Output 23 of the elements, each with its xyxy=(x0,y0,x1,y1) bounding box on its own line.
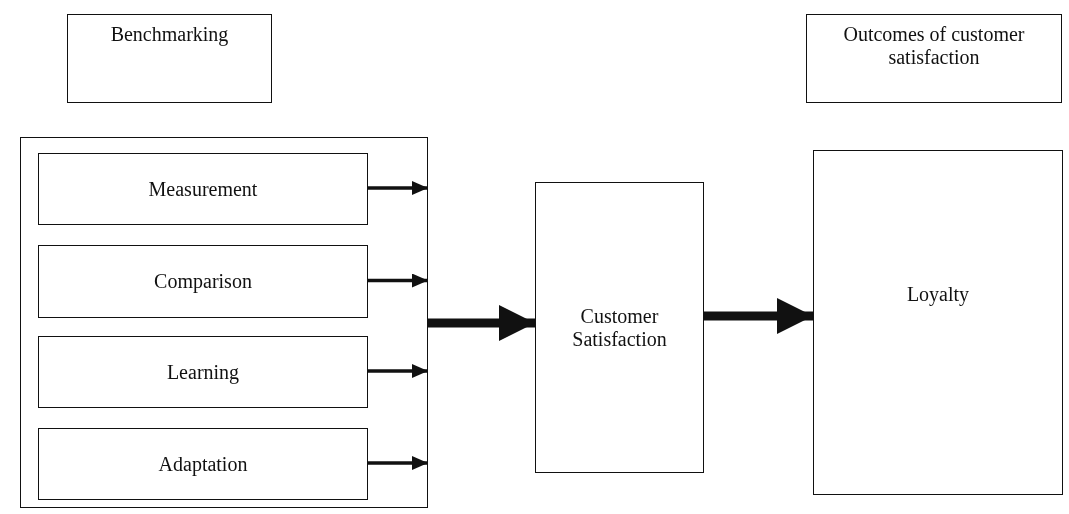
node-label: Measurement xyxy=(148,177,258,201)
process-box xyxy=(38,336,368,408)
process-box xyxy=(38,428,368,500)
node-label: Benchmarking xyxy=(110,23,229,46)
process-box xyxy=(38,153,368,225)
node-label: Outcomes of customer satisfaction xyxy=(842,23,1026,69)
arrow xyxy=(367,273,428,288)
header-box xyxy=(67,14,272,103)
node-label: Comparison xyxy=(154,270,252,293)
arrow xyxy=(704,298,813,334)
node-label: Adaptation xyxy=(158,452,248,476)
group-frame xyxy=(20,137,428,508)
process-box xyxy=(38,245,368,318)
process-box xyxy=(813,150,1063,495)
process-box xyxy=(535,182,704,473)
arrow xyxy=(428,305,535,341)
arrow xyxy=(367,456,428,470)
node-label: Loyalty xyxy=(906,283,970,306)
arrow xyxy=(367,364,428,378)
arrow xyxy=(367,181,428,195)
node-label: Customer Satisfaction xyxy=(571,304,668,351)
header-box xyxy=(806,14,1062,103)
node-label: Learning xyxy=(166,360,240,384)
